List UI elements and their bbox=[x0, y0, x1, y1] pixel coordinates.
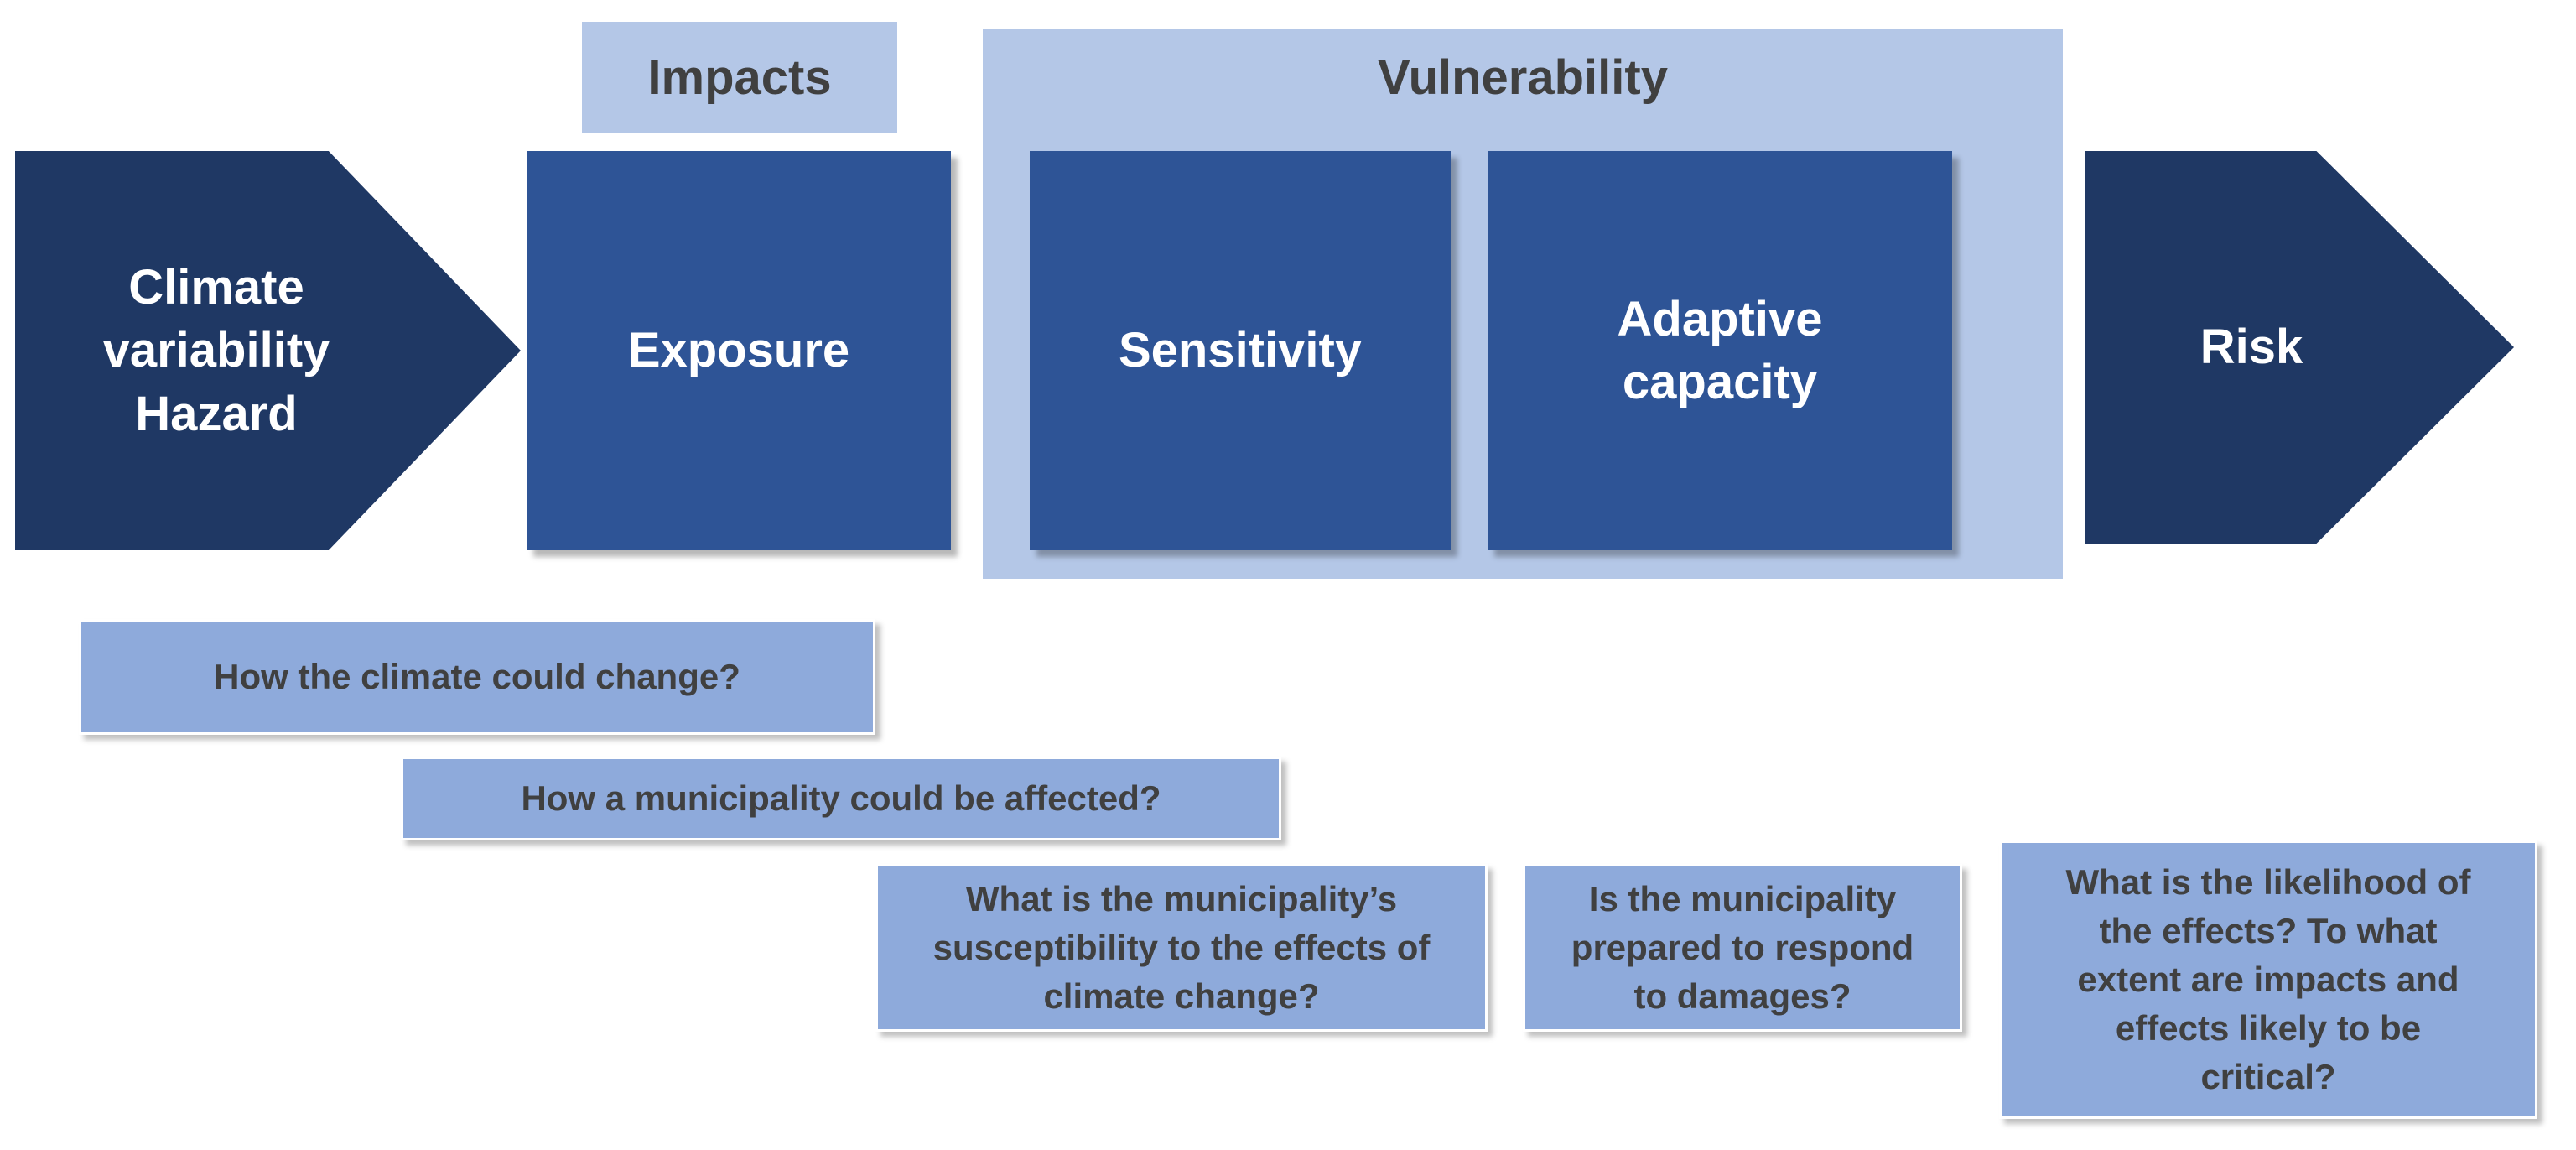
hazard-label: Climate variability Hazard bbox=[102, 259, 330, 441]
sensitivity-label: Sensitivity bbox=[1118, 323, 1363, 378]
exposure-label: Exposure bbox=[627, 323, 850, 378]
adaptive-capacity-label: Adaptive capacity bbox=[1617, 291, 1823, 409]
adaptive-capacity-box: Adaptive capacity bbox=[1488, 151, 1952, 550]
exposure-box: Exposure bbox=[527, 151, 951, 550]
question-climate-change: How the climate could change? bbox=[79, 619, 875, 735]
question-likelihood: What is the likelihood of the effects? T… bbox=[1999, 840, 2537, 1119]
sensitivity-box: Sensitivity bbox=[1030, 151, 1451, 550]
question-prepared: Is the municipality prepared to respond … bbox=[1523, 864, 1962, 1032]
question-susceptibility: What is the municipality’s susceptibilit… bbox=[875, 864, 1488, 1032]
question-affected: How a municipality could be affected? bbox=[401, 757, 1281, 840]
impacts-header: Impacts bbox=[582, 22, 897, 133]
vulnerability-header: Vulnerability bbox=[1378, 49, 1668, 105]
risk-label: Risk bbox=[2199, 320, 2303, 375]
